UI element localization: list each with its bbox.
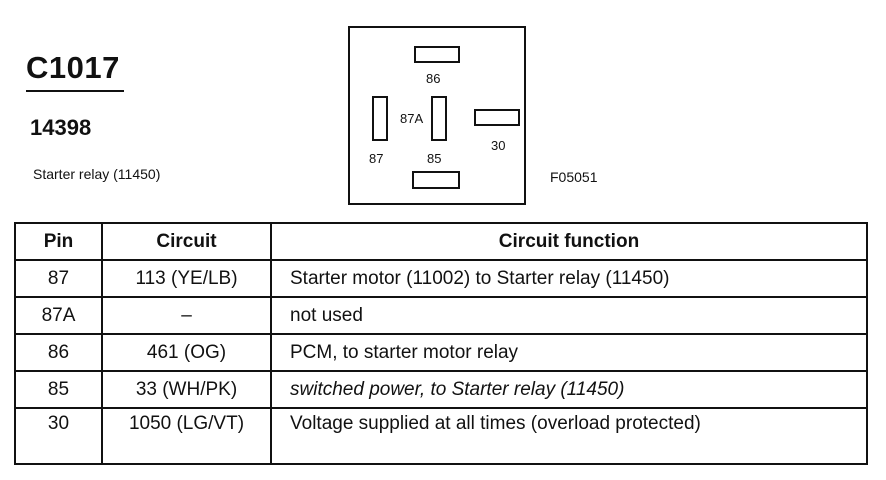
function-cell: PCM, to starter motor relay [270, 333, 868, 372]
function-cell: not used [270, 296, 868, 335]
pin-85-slot [431, 96, 447, 141]
table-row: 87 113 (YE/LB) Starter motor (11002) to … [14, 259, 868, 298]
table-row: 30 1050 (LG/VT) Voltage supplied at all … [14, 407, 868, 465]
function-cell: Starter motor (11002) to Starter relay (… [270, 259, 868, 298]
circuit-cell: 113 (YE/LB) [101, 259, 272, 298]
function-column-header: Circuit function [270, 222, 868, 261]
connector-description: Starter relay (11450) [33, 166, 161, 182]
pin-cell: 30 [14, 407, 103, 465]
circuit-column-header: Circuit [101, 222, 272, 261]
table-row: 85 33 (WH/PK) switched power, to Starter… [14, 370, 868, 409]
pin-cell: 85 [14, 370, 103, 409]
pin-87a-label: 87A [400, 111, 424, 126]
pin-30-slot [474, 109, 520, 126]
pin-85-label: 85 [427, 151, 442, 166]
circuit-cell: – [101, 296, 272, 335]
function-cell: switched power, to Starter relay (11450) [270, 370, 868, 409]
circuit-cell: 33 (WH/PK) [101, 370, 272, 409]
figure-code: F05051 [550, 169, 598, 185]
bottom-slot [412, 171, 460, 189]
connector-id-underline [26, 90, 124, 92]
pin-cell: 87A [14, 296, 103, 335]
connector-id: C1017 [26, 50, 120, 85]
pin-86-label: 86 [426, 71, 441, 86]
pin-cell: 86 [14, 333, 103, 372]
table-row: 86 461 (OG) PCM, to starter motor relay [14, 333, 868, 372]
pin-30-label: 30 [491, 138, 506, 153]
pin-cell: 87 [14, 259, 103, 298]
function-cell: Voltage supplied at all times (overload … [270, 407, 868, 465]
pin-table-header-row: Pin Circuit Circuit function [14, 222, 868, 261]
circuit-cell: 461 (OG) [101, 333, 272, 372]
circuit-cell: 1050 (LG/VT) [101, 407, 272, 465]
pin-87-slot [372, 96, 388, 141]
pin-87-label: 87 [369, 151, 384, 166]
pin-column-header: Pin [14, 222, 103, 261]
relay-connector-diagram: 86 87 87A 85 30 [348, 26, 526, 205]
part-number: 14398 [30, 115, 92, 140]
table-row: 87A – not used [14, 296, 868, 335]
pin-86-slot [414, 46, 460, 63]
pin-table: Pin Circuit Circuit function 87 113 (YE/… [14, 222, 868, 465]
